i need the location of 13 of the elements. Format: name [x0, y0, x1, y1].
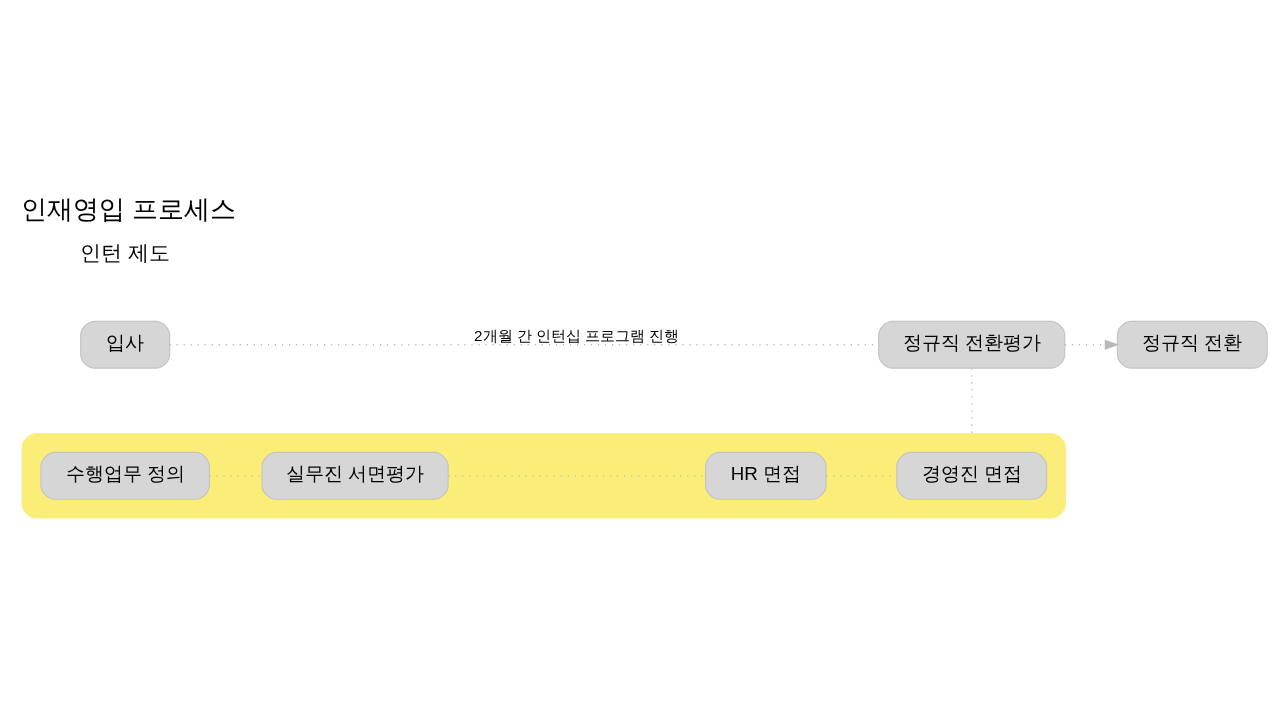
node-box: HR 면접	[704, 451, 827, 500]
arrow	[1064, 339, 1120, 350]
label: 인턴 제도	[80, 240, 171, 264]
node-box: 수행업무 정의	[40, 451, 210, 500]
node-box: 경영진 면접	[896, 451, 1048, 500]
cluster	[21, 433, 1066, 519]
node-box: 입사	[80, 320, 171, 369]
node-box: 정규직 전환평가	[878, 320, 1066, 369]
edge-label: 2개월 간 인턴십 프로그램 진행	[474, 326, 680, 344]
diagram-title: 인재영입 프로세스	[20, 194, 236, 223]
node-box: 실무진 서면평가	[261, 451, 449, 500]
node-box: 정규직 전환	[1116, 320, 1268, 369]
connector	[971, 367, 973, 435]
